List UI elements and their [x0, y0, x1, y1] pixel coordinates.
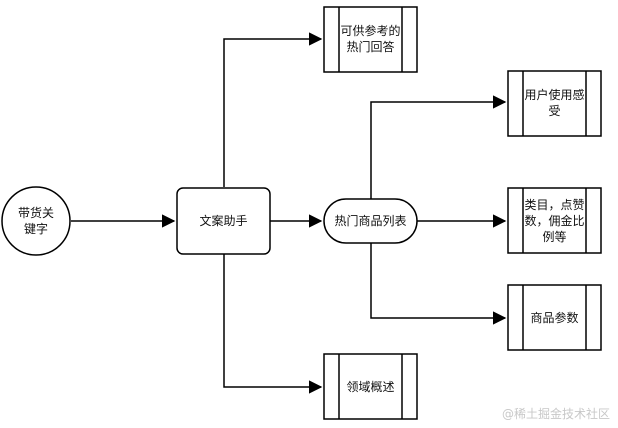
connectors [71, 32, 507, 394]
domain-overview-label: 领域概述 [346, 380, 394, 394]
keyword-label-line-2: 键字 [24, 221, 48, 236]
edge-assistant-to-domain-overview [223, 254, 323, 394]
node-assistant: 文案助手 [176, 187, 271, 255]
reference-answers-label-line-1: 可供参考的 [340, 23, 400, 38]
edge-assistant-to-reference-answers [223, 32, 323, 187]
category-stats-label-line-2: 数，佣金比 [524, 213, 584, 228]
edge-hot-products-to-user-experience [370, 95, 507, 199]
watermark: @稀土掘金技术社区 [501, 407, 610, 421]
assistant-label: 文案助手 [199, 213, 247, 228]
node-category-stats: 类目，点赞 数，佣金比 例等 [507, 187, 602, 254]
node-domain-overview: 领域概述 [323, 353, 418, 420]
edge-hot-products-to-product-params [370, 243, 507, 325]
assistant-box [176, 187, 271, 255]
category-stats-label-line-3: 例等 [542, 230, 566, 244]
user-experience-label-line-1: 用户使用感 [524, 87, 584, 102]
keyword-label-line-1: 带货关 [18, 205, 54, 220]
keyword-circle [1, 186, 71, 256]
node-reference-answers: 可供参考的 热门回答 [323, 6, 418, 73]
node-product-params: 商品参数 [507, 284, 602, 351]
node-hot-products: 热门商品列表 [323, 198, 418, 244]
user-experience-label-line-2: 受 [548, 104, 560, 118]
node-user-experience: 用户使用感 受 [507, 70, 602, 137]
product-params-label: 商品参数 [530, 310, 578, 325]
category-stats-label-line-1: 类目，点赞 [524, 198, 584, 212]
hot-products-label: 热门商品列表 [334, 213, 406, 228]
node-keyword: 带货关 键字 [1, 186, 71, 256]
reference-answers-label-line-2: 热门回答 [346, 39, 394, 54]
hot-products-pill [323, 198, 418, 244]
